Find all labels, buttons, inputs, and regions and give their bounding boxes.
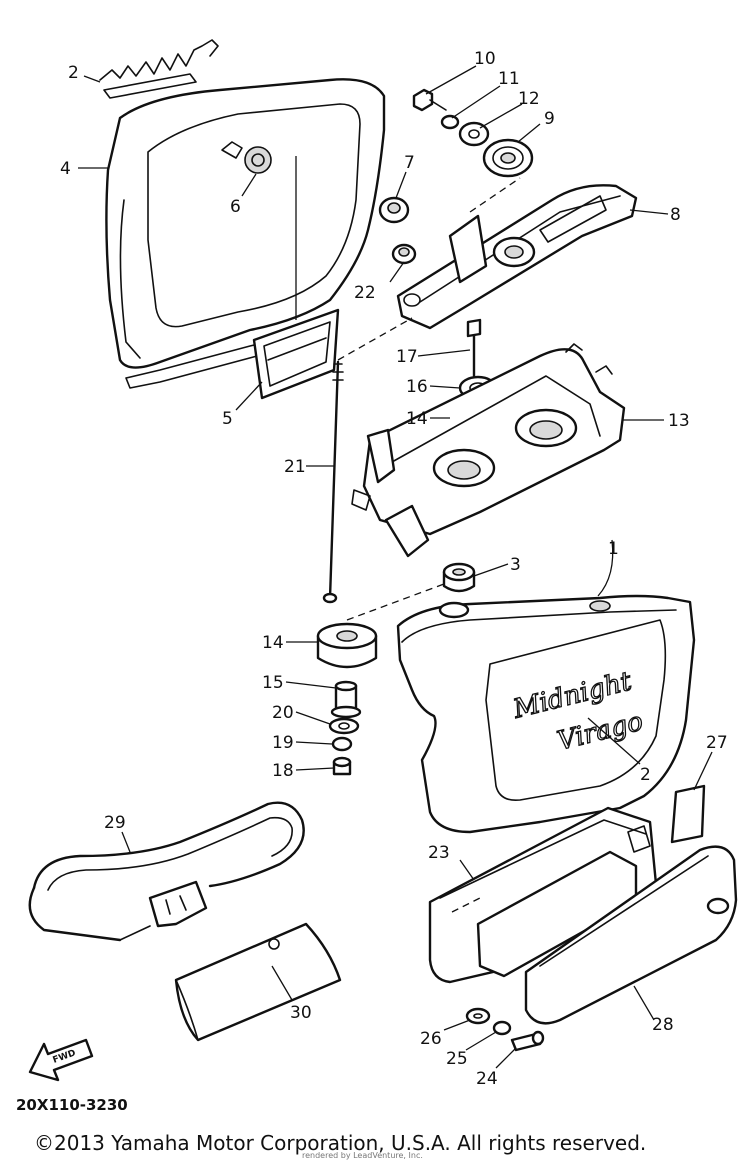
tool-case-cover-part-28 bbox=[524, 845, 738, 1025]
callout-10: 10 bbox=[474, 49, 496, 69]
right-side-cover-part-1 bbox=[396, 594, 696, 834]
callout-25: 25 bbox=[446, 1049, 468, 1069]
pad-part-27 bbox=[670, 784, 706, 844]
callout-26: 26 bbox=[420, 1029, 442, 1049]
callout-21: 21 bbox=[284, 457, 306, 477]
washer-part-19 bbox=[331, 736, 353, 752]
callout-6: 6 bbox=[230, 197, 241, 217]
forward-direction-arrow: FWD bbox=[28, 1038, 94, 1082]
callout-24: 24 bbox=[476, 1069, 498, 1089]
callout-8: 8 bbox=[670, 205, 681, 225]
callout-29: 29 bbox=[104, 813, 126, 833]
callout-4: 4 bbox=[60, 159, 71, 179]
collar-part-12 bbox=[458, 121, 490, 147]
render-credit: rendered by LeadVenture, Inc. bbox=[302, 1151, 423, 1160]
callout-28: 28 bbox=[652, 1015, 674, 1035]
washer-part-20 bbox=[328, 717, 360, 735]
nut-part-18 bbox=[332, 756, 352, 776]
callout-20: 20 bbox=[272, 703, 294, 723]
strap-part-29 bbox=[28, 801, 305, 942]
callout-12: 12 bbox=[518, 89, 540, 109]
callout-labels: 2 4 6 5 10 11 12 9 7 8 22 17 16 14 13 21… bbox=[60, 49, 728, 1089]
callout-9: 9 bbox=[544, 109, 555, 129]
callout-19: 19 bbox=[272, 733, 294, 753]
callout-7: 7 bbox=[404, 153, 415, 173]
callout-11: 11 bbox=[498, 69, 520, 89]
callout-23: 23 bbox=[428, 843, 450, 863]
bracket-part-8 bbox=[396, 177, 638, 330]
callout-30: 30 bbox=[290, 1003, 312, 1023]
callout-1: 1 bbox=[608, 539, 619, 559]
pad-part-5 bbox=[252, 156, 340, 400]
damper-part-3 bbox=[442, 562, 476, 593]
collar-part-15 bbox=[330, 680, 362, 719]
grommet-part-9 bbox=[482, 138, 534, 178]
callout-17: 17 bbox=[396, 347, 418, 367]
grommet-part-14-lower bbox=[316, 583, 445, 669]
washer-part-25 bbox=[492, 1020, 512, 1036]
callout-14-upper: 14 bbox=[406, 409, 428, 429]
damper-part-22 bbox=[391, 243, 417, 265]
diagram-code: 20X110-3230 bbox=[16, 1096, 128, 1114]
bolt-part-10 bbox=[412, 88, 447, 112]
callout-18: 18 bbox=[272, 761, 294, 781]
bolt-part-17 bbox=[466, 318, 482, 378]
callout-2-cover: 2 bbox=[640, 765, 651, 785]
callout-3: 3 bbox=[510, 555, 521, 575]
manual-part-30 bbox=[174, 922, 342, 1042]
callout-22: 22 bbox=[354, 283, 376, 303]
tool-case-part-23 bbox=[428, 806, 658, 984]
callout-2-top: 2 bbox=[68, 63, 79, 83]
callout-15: 15 bbox=[262, 673, 284, 693]
emblem-strip-part-2 bbox=[99, 39, 219, 99]
callout-13: 13 bbox=[668, 411, 690, 431]
rod-part-21 bbox=[322, 317, 413, 604]
grommet-part-7 bbox=[378, 196, 410, 224]
screw-part-24 bbox=[510, 1030, 545, 1052]
left-side-cover-part-4 bbox=[105, 78, 386, 389]
callout-27: 27 bbox=[706, 733, 728, 753]
washer-part-11 bbox=[440, 114, 460, 130]
callout-5: 5 bbox=[222, 409, 233, 429]
callout-16: 16 bbox=[406, 377, 428, 397]
callout-14-lower: 14 bbox=[262, 633, 284, 653]
copyright-notice: ©2013 Yamaha Motor Corporation, U.S.A. A… bbox=[34, 1131, 646, 1155]
washer-part-26 bbox=[465, 1007, 491, 1025]
tray-part-13 bbox=[351, 343, 626, 558]
leader-lines bbox=[78, 65, 713, 1069]
